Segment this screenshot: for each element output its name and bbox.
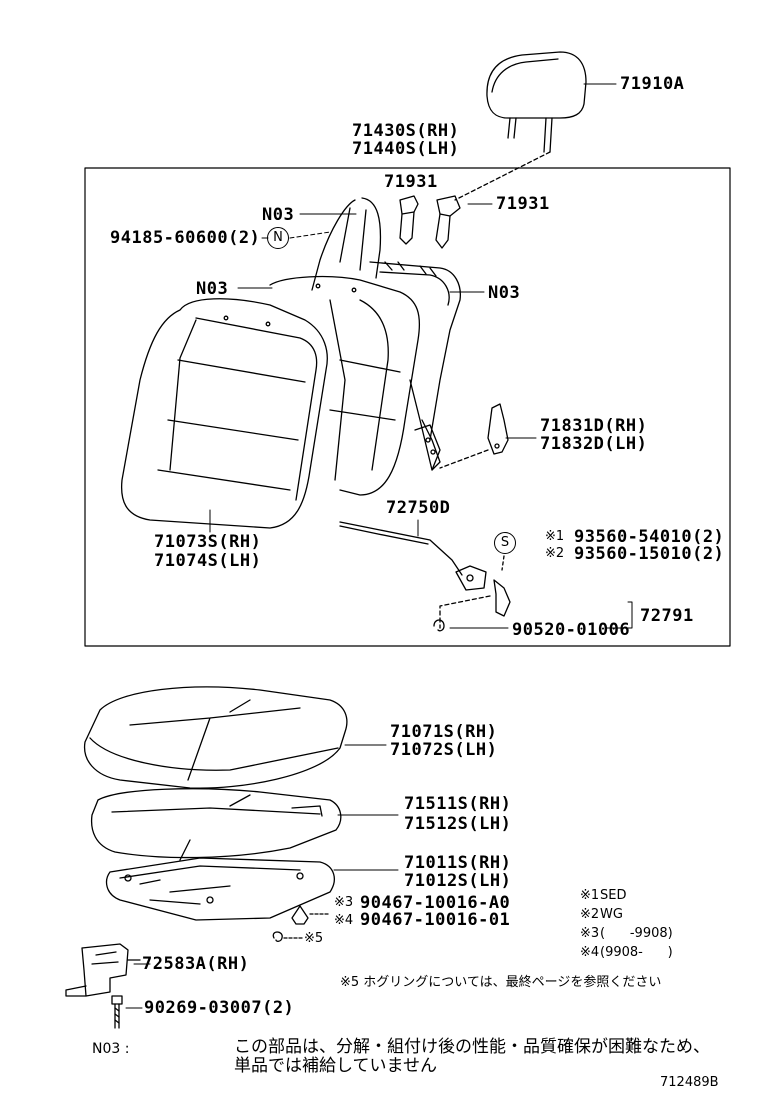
- part-label-cushion-frame-rh: 71011S(RH): [404, 853, 512, 873]
- part-label-clip-4: 90467-10016-01: [360, 910, 511, 930]
- recliner-bracket-drawing: [439, 403, 509, 469]
- hog-ring-mark: ※5: [304, 931, 324, 946]
- part-label-cable: 72750D: [386, 498, 451, 518]
- headrest-drawing: [454, 51, 587, 201]
- hog-ring-drawing: [272, 931, 303, 942]
- part-label-cushion-pad-lh: 71512S(LH): [404, 814, 512, 834]
- hog-ring-note: ※5 ホグリングについては、最終ページを参照ください: [340, 975, 662, 990]
- seatback-cover-drawing: [120, 283, 357, 529]
- part-label-support-left: 71931: [384, 172, 438, 192]
- part-label-ring: 90520-01006: [512, 620, 631, 640]
- seatback-group-frame: [84, 167, 731, 647]
- part-label-back-pad-lh: 71440S(LH): [352, 139, 460, 159]
- variant-mark-4: ※4: [334, 913, 354, 928]
- bracket-drawing: [65, 943, 141, 997]
- figure-id: 712489B: [660, 1075, 719, 1090]
- part-label-bolt: 90269-03007(2): [144, 998, 295, 1018]
- legend-mark: ※3: [580, 926, 600, 941]
- seatback-pad-drawing: [269, 275, 421, 496]
- part-label-back-cover-rh: 71073S(RH): [154, 532, 262, 552]
- part-label-n03-top: N03: [262, 205, 295, 225]
- bolt-drawing: [111, 995, 123, 1029]
- legend-mark: ※4: [580, 945, 600, 960]
- legend-text: (9908- ): [600, 945, 673, 960]
- seatback-frame-drawing: [311, 197, 461, 471]
- part-label-screw-2: 93560-15010(2): [574, 544, 725, 564]
- variant-mark-2: ※2: [545, 546, 565, 561]
- legend-text: SED: [600, 888, 627, 903]
- legend-mark: ※2: [580, 907, 600, 922]
- cushion-cover-drawing: [83, 686, 348, 789]
- part-label-n03-right: N03: [488, 283, 521, 303]
- cushion-pad-drawing: [90, 788, 342, 861]
- part-label-cushion-pad-rh: 71511S(RH): [404, 794, 512, 814]
- part-label-cushion-frame-lh: 71012S(LH): [404, 871, 512, 891]
- part-label-recliner-rh: 71831D(RH): [540, 416, 648, 436]
- part-label-n03-left: N03: [196, 279, 229, 299]
- part-label-cushion-cover-lh: 71072S(LH): [390, 740, 498, 760]
- part-label-back-pad-rh: 71430S(RH): [352, 121, 460, 141]
- callout-s-symbol: S: [494, 532, 516, 554]
- variant-mark-3: ※3: [334, 895, 354, 910]
- legend-text: WG: [600, 907, 623, 922]
- leader-lines: [125, 83, 633, 1009]
- part-label-clip: 94185-60600(2): [110, 228, 261, 248]
- legend-text: ( -9908): [600, 926, 673, 941]
- cable-lever-drawing: [339, 521, 511, 632]
- variant-mark-1: ※1: [545, 529, 565, 544]
- part-label-back-cover-lh: 71074S(LH): [154, 551, 262, 571]
- n03-note-line-2: 単品では補給していません: [234, 1056, 437, 1076]
- n03-note-line-1: この部品は、分解・組付け後の性能・品質確保が困難なため、: [234, 1037, 710, 1057]
- part-label-headrest: 71910A: [620, 74, 685, 94]
- callout-n-symbol: N: [267, 227, 289, 249]
- headrest-supports-drawing: [399, 195, 461, 249]
- part-label-cushion-cover-rh: 71071S(RH): [390, 722, 498, 742]
- part-label-clip-3: 90467-10016-A0: [360, 893, 511, 913]
- n03-key: N03 :: [92, 1041, 130, 1057]
- part-label-lever: 72791: [640, 606, 694, 626]
- clip-drawing: [291, 905, 331, 925]
- legend-mark: ※1: [580, 888, 600, 903]
- part-label-bracket: 72583A(RH): [142, 954, 250, 974]
- cushion-frame-drawing: [105, 857, 335, 921]
- part-label-screw-1: 93560-54010(2): [574, 527, 725, 547]
- part-label-support-right: 71931: [496, 194, 550, 214]
- part-label-recliner-lh: 71832D(LH): [540, 434, 648, 454]
